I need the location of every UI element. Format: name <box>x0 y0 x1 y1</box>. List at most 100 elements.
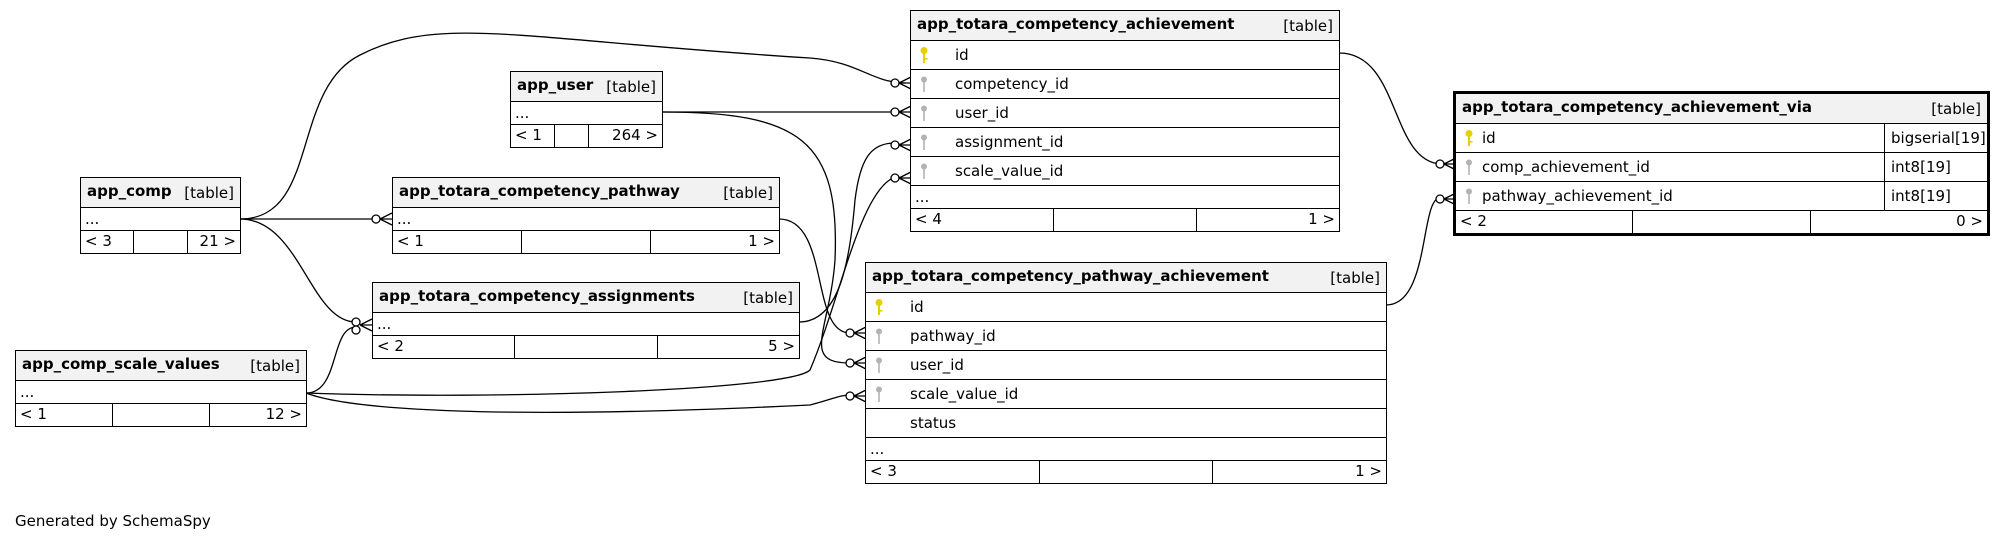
parent-count: < 3 <box>81 231 135 253</box>
foreign-key-icon <box>876 328 882 344</box>
column-name: id <box>1482 129 1496 147</box>
more-columns: ... <box>911 186 1339 209</box>
table-type: [table] <box>1283 17 1333 35</box>
column-row[interactable]: comp_achievement_id int8[19] <box>1456 153 1987 182</box>
parent-count: < 1 <box>16 404 113 426</box>
table-type: [table] <box>1330 269 1380 287</box>
column-row[interactable]: assignment_id <box>911 128 1339 157</box>
parent-count: < 3 <box>866 461 1040 483</box>
table-header: app_totara_competency_pathway_achievemen… <box>866 263 1386 293</box>
foreign-key-icon <box>921 105 927 121</box>
footer-credit: Generated by SchemaSpy <box>15 512 211 530</box>
table-type: [table] <box>606 78 656 96</box>
column-row[interactable]: id <box>866 293 1386 322</box>
more-columns: ... <box>511 102 662 125</box>
column-name: id <box>910 298 924 316</box>
table-name: app_comp_scale_values <box>22 355 220 373</box>
parent-count: < 1 <box>393 231 522 253</box>
column-row[interactable]: status <box>866 409 1386 438</box>
table-header: app_comp [table] <box>81 178 240 208</box>
relationship-counts: < 4 1 > <box>911 209 1339 231</box>
table-name: app_comp <box>87 182 172 200</box>
table-app-totara-competency-achievement-via[interactable]: app_totara_competency_achievement_via [t… <box>1453 91 1990 236</box>
column-row[interactable]: scale_value_id <box>911 157 1339 186</box>
foreign-key-icon <box>876 386 882 402</box>
column-datatype: int8[19] <box>1884 182 1987 210</box>
table-app-totara-competency-pathway-achievement[interactable]: app_totara_competency_pathway_achievemen… <box>865 262 1387 484</box>
edge-scale-to-achievement <box>305 176 896 396</box>
parent-count: < 2 <box>1456 211 1634 233</box>
column-name: pathway_achievement_id <box>1482 187 1673 205</box>
table-type: [table] <box>250 357 300 375</box>
column-name: status <box>910 414 957 432</box>
foreign-key-icon <box>876 357 882 373</box>
table-app-comp[interactable]: app_comp [table] ... < 3 21 > <box>80 177 241 254</box>
more-columns: ... <box>393 208 779 231</box>
column-row[interactable]: pathway_id <box>866 322 1386 351</box>
column-name: comp_achievement_id <box>1482 158 1650 176</box>
table-name: app_totara_competency_assignments <box>379 287 695 305</box>
column-row[interactable]: competency_id <box>911 70 1339 99</box>
foreign-key-icon <box>921 76 927 92</box>
edge-comp-to-achievement <box>239 32 906 220</box>
table-app-user[interactable]: app_user [table] ... < 1 264 > <box>510 71 663 148</box>
table-type: [table] <box>743 289 793 307</box>
edge-achievement-to-via <box>1338 52 1441 165</box>
edge-user-to-pathway-achievement <box>661 111 851 364</box>
column-row[interactable]: user_id <box>911 99 1339 128</box>
child-count: 264 > <box>612 126 658 144</box>
foreign-key-icon <box>921 163 927 179</box>
column-name: scale_value_id <box>910 385 1019 403</box>
table-header: app_totara_competency_assignments [table… <box>373 283 799 313</box>
primary-key-icon <box>1465 130 1473 146</box>
table-header: app_user [table] <box>511 72 662 102</box>
column-row[interactable]: id <box>911 41 1339 70</box>
edge-pathway-to-pathway-achievement <box>778 218 851 334</box>
table-app-totara-competency-assignments[interactable]: app_totara_competency_assignments [table… <box>372 282 800 359</box>
child-count: 1 > <box>1355 462 1383 480</box>
edge-scale-to-assignments <box>305 326 357 394</box>
table-name: app_totara_competency_pathway <box>399 182 680 200</box>
column-name: competency_id <box>955 75 1069 93</box>
child-count: 0 > <box>1956 212 1983 230</box>
column-name: pathway_id <box>910 327 996 345</box>
table-name: app_user <box>517 76 594 94</box>
child-count: 12 > <box>265 405 302 423</box>
parent-count: < 2 <box>373 336 516 358</box>
table-name: app_totara_competency_achievement_via <box>1462 98 1812 116</box>
table-app-comp-scale-values[interactable]: app_comp_scale_values [table] ... < 1 12… <box>15 350 307 427</box>
column-row[interactable]: id bigserial[19] <box>1456 124 1987 153</box>
child-count: 5 > <box>768 337 795 355</box>
edge-scale-to-pathway-achievement <box>305 392 851 413</box>
relationship-counts: < 3 21 > <box>81 231 240 253</box>
table-name: app_totara_competency_achievement <box>917 15 1235 33</box>
foreign-key-icon <box>1466 188 1472 204</box>
table-type: [table] <box>184 184 234 202</box>
primary-key-icon <box>920 47 928 63</box>
more-columns: ... <box>373 313 799 336</box>
more-columns: ... <box>81 208 240 231</box>
relationship-counts: < 2 0 > <box>1456 211 1987 233</box>
table-type: [table] <box>723 184 773 202</box>
column-row[interactable]: user_id <box>866 351 1386 380</box>
parent-count: < 1 <box>511 125 555 147</box>
child-count: 21 > <box>199 232 236 250</box>
table-app-totara-competency-achievement[interactable]: app_totara_competency_achievement [table… <box>910 10 1340 232</box>
more-columns: ... <box>16 381 306 404</box>
foreign-key-icon <box>1466 159 1472 175</box>
parent-count: < 4 <box>911 209 1054 231</box>
column-name: user_id <box>955 104 1009 122</box>
more-columns: ... <box>866 438 1386 461</box>
column-datatype: int8[19] <box>1884 153 1987 181</box>
relationship-counts: < 2 5 > <box>373 336 799 358</box>
column-row[interactable]: pathway_achievement_id int8[19] <box>1456 182 1987 211</box>
relationship-counts: < 1 1 > <box>393 231 779 253</box>
table-header: app_totara_competency_pathway [table] <box>393 178 779 208</box>
table-header: app_totara_competency_achievement_via [t… <box>1456 94 1987 124</box>
column-row[interactable]: scale_value_id <box>866 380 1386 409</box>
table-app-totara-competency-pathway[interactable]: app_totara_competency_pathway [table] ..… <box>392 177 780 254</box>
edge-pathway-achievement-to-via <box>1385 197 1441 306</box>
column-name: id <box>955 46 969 64</box>
table-header: app_comp_scale_values [table] <box>16 351 306 381</box>
